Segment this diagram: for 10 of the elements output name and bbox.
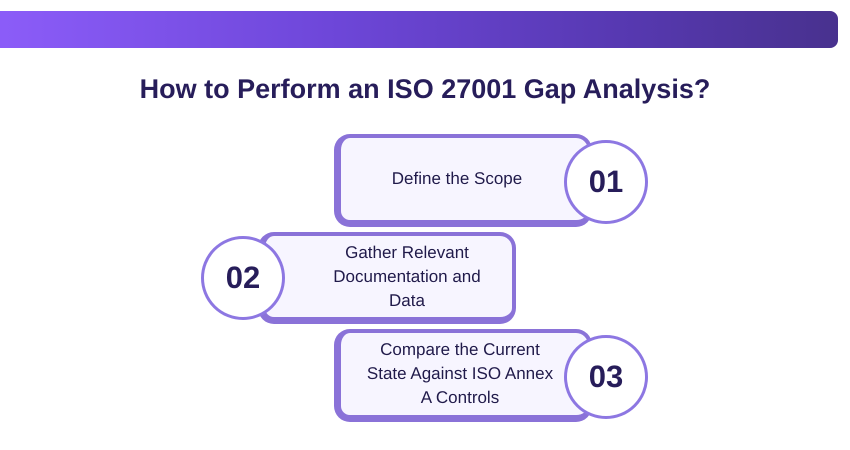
step-number: 03 [588, 360, 624, 394]
step-box [334, 134, 592, 227]
step-box [334, 329, 592, 422]
step-text: Define the Scope [390, 168, 524, 190]
step-text: Compare the Current State Against ISO Annex A Controls [366, 339, 554, 409]
step-box [258, 232, 516, 324]
step-number: 02 [226, 261, 260, 295]
step-number: 01 [588, 165, 624, 199]
step-text: Gather Relevant Documentation and Data [332, 242, 482, 312]
title: How to Perform an ISO 27001 Gap Analysis? [140, 73, 710, 106]
